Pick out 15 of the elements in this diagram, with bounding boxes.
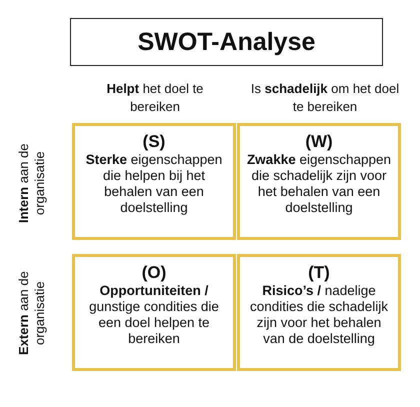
quadrant-box — [237, 254, 401, 371]
column-header: Helpt het doel te bereiken — [106, 80, 204, 116]
quadrant-box — [72, 123, 236, 240]
quadrant-description: Zwakke eigenschappen die schadelijk zijn voor het behalen van een doelstelling — [246, 152, 392, 216]
quadrant-letter: (O) — [140, 263, 168, 283]
title: SWOT-Analyse — [70, 18, 383, 66]
quadrant-box — [237, 123, 401, 240]
column-header: Is schadelijk om het doel te bereiken — [250, 80, 400, 116]
quadrant-letter: (T) — [307, 263, 331, 283]
quadrant-letter: (W) — [304, 132, 334, 152]
quadrant-letter: (S) — [142, 132, 166, 152]
quadrant-box — [72, 254, 236, 371]
quadrant-description: Opportuniteiten / gunstige condities die een doel helpen te bereiken — [88, 283, 220, 347]
quadrant-description: Sterke eigenschappen die helpen bij het behalen van een doelstelling — [84, 152, 224, 216]
quadrant-description: Risico’s / nadelige condities die schadelijk zijn voor het behalen van de doelstelling — [248, 283, 390, 347]
